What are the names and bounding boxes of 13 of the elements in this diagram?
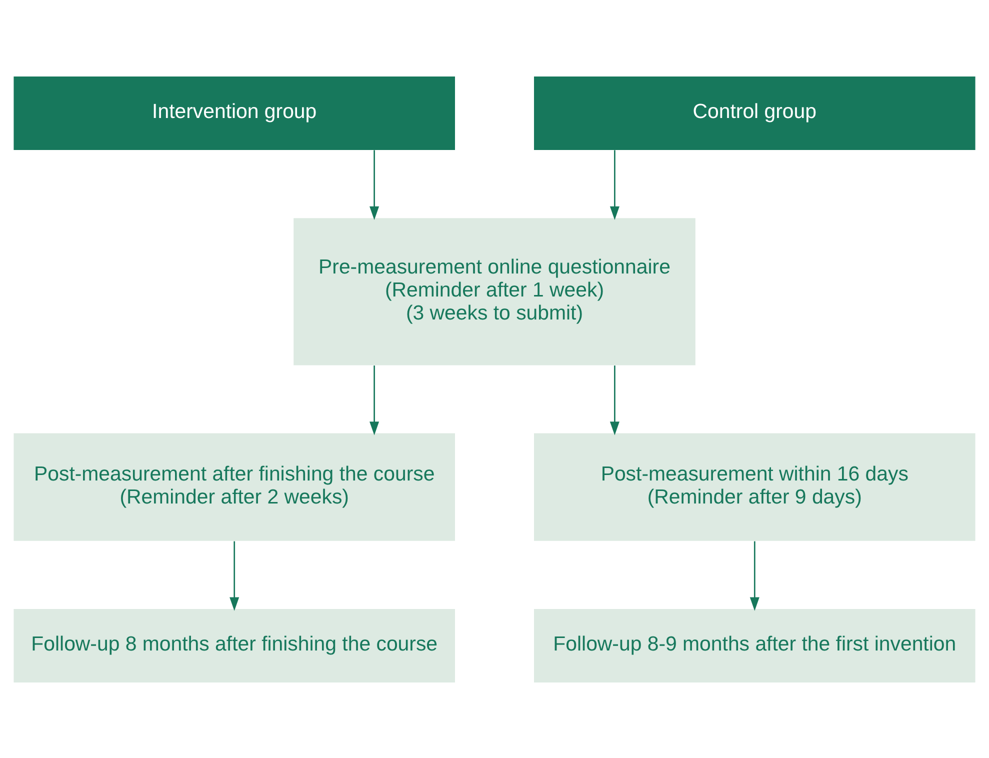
node-box: Pre-measurement online questionnaire (Reminder after 1 week) (3 weeks to submit) <box>294 218 696 365</box>
node-box: Intervention group <box>14 76 455 150</box>
node-box: Follow-up 8 months after finishing the course <box>14 608 455 682</box>
arrow <box>750 540 760 610</box>
node-box: Post-measurement after finishing the course (Reminder after 2 weeks) <box>14 432 455 540</box>
arrow <box>610 150 620 220</box>
arrow <box>610 365 620 435</box>
node-box: Post-measurement within 16 days (Reminder after 9 days) <box>534 432 976 540</box>
node-box: Follow-up 8-9 months after the first invention <box>534 608 976 682</box>
node-box: Control group <box>534 76 976 150</box>
arrow <box>230 540 240 610</box>
arrow <box>370 150 380 220</box>
arrow <box>370 365 380 435</box>
